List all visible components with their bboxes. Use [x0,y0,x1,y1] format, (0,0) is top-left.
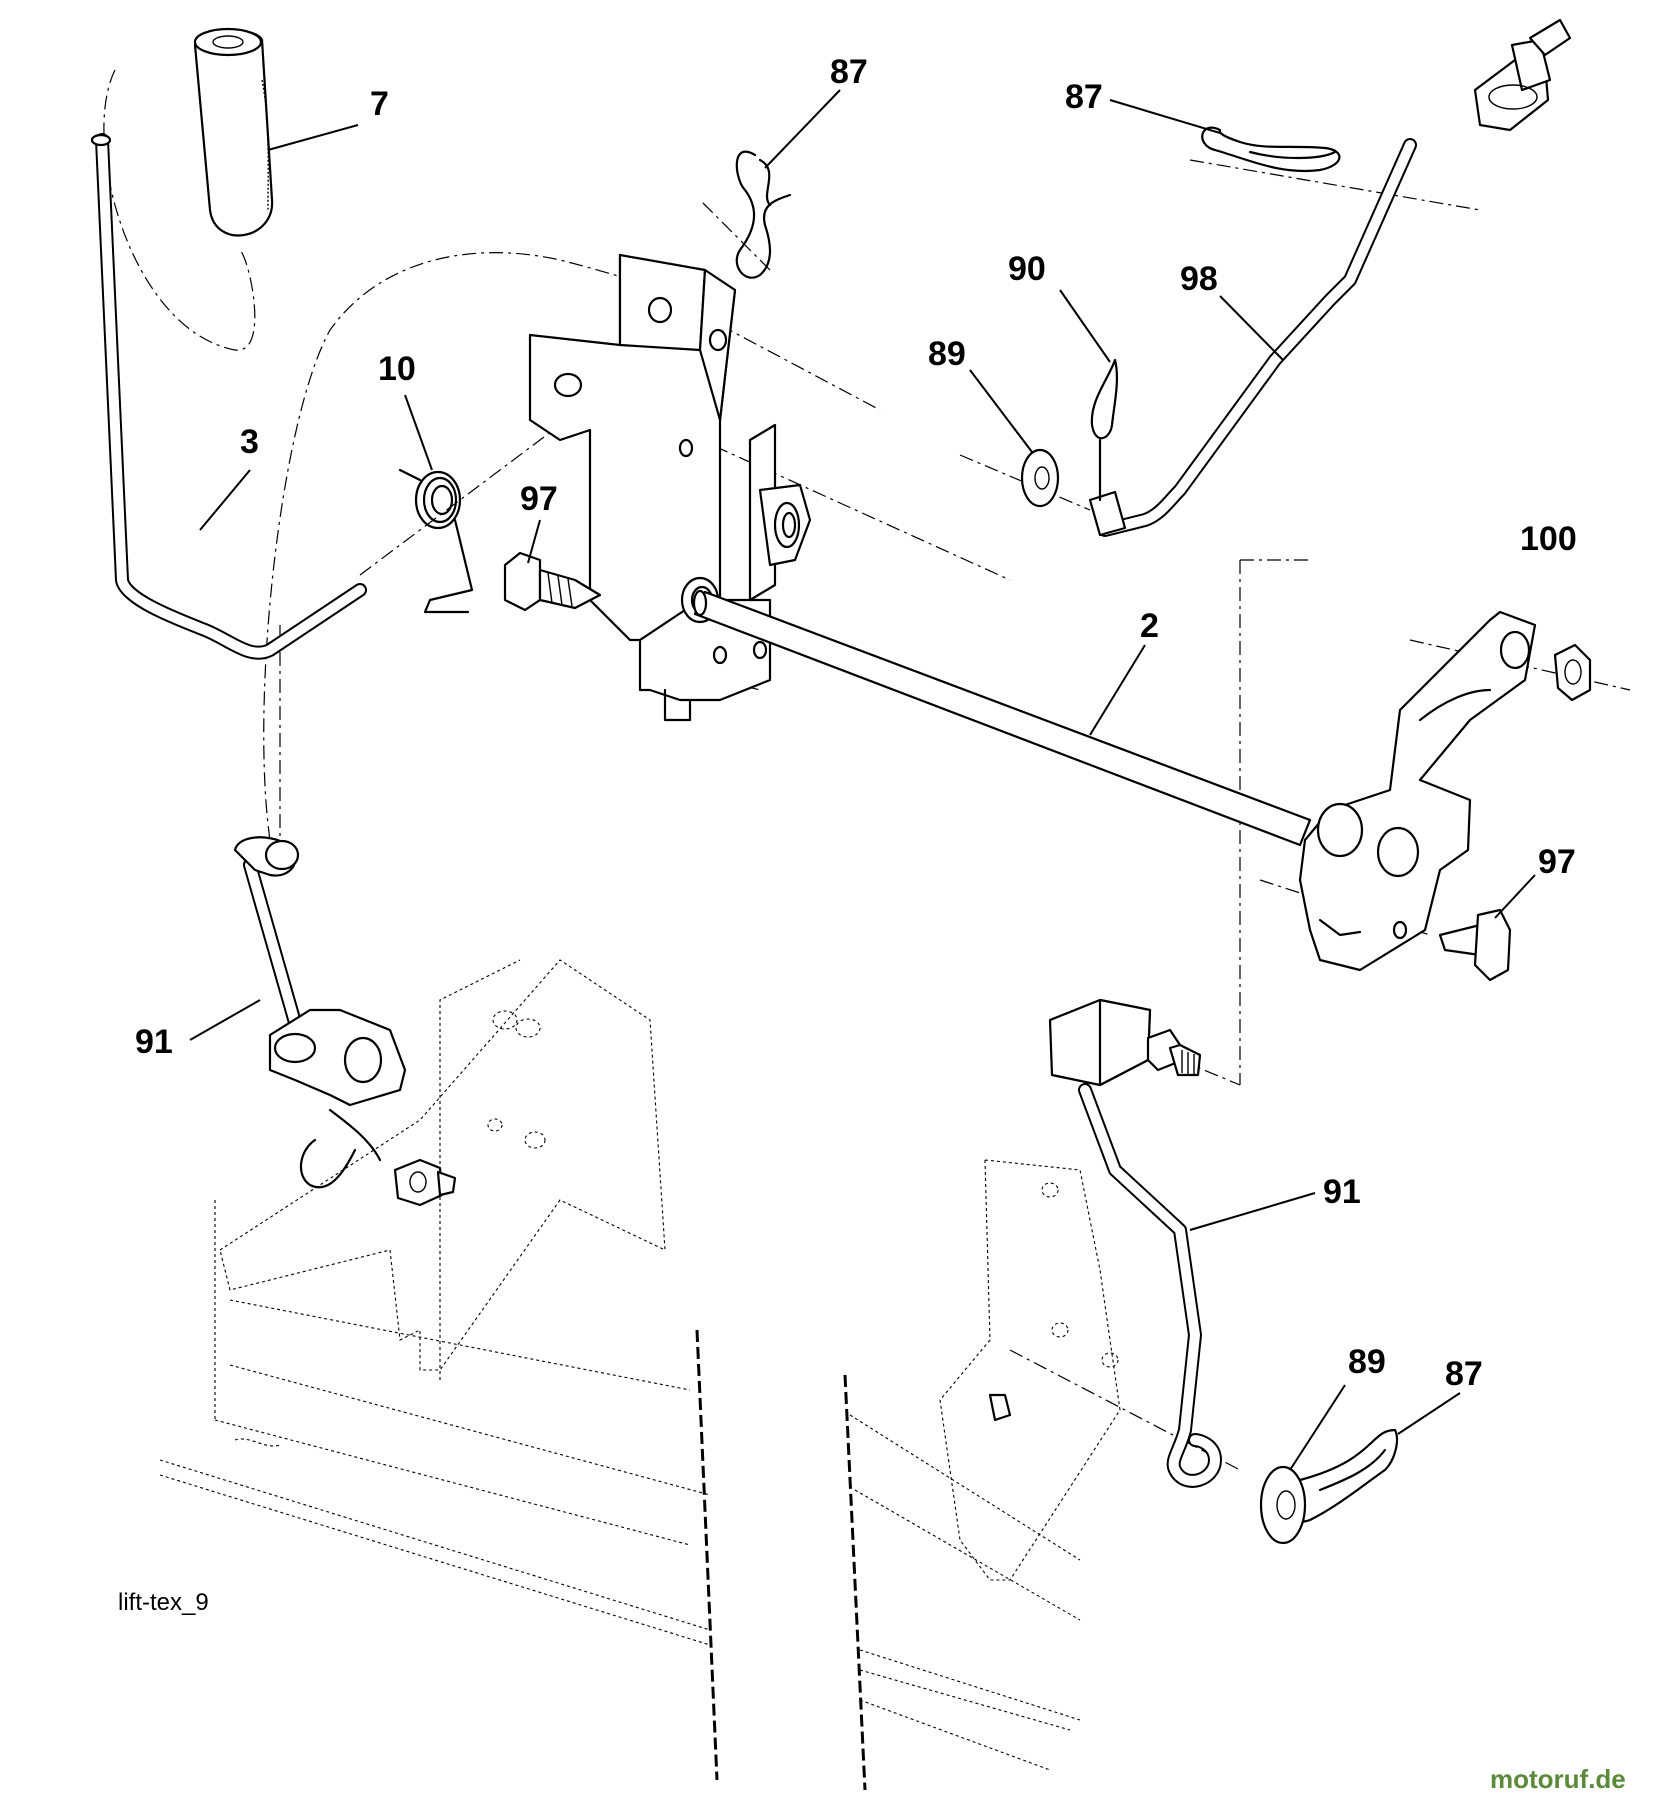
callout-97-left: 97 [520,480,558,518]
bolt-97-left [503,551,602,612]
lift-link-91-right [1048,998,1222,1488]
washer-89-lower [1259,1465,1307,1545]
main-bracket [528,253,812,722]
adjust-rod [1088,18,1572,537]
callout-3: 3 [240,423,259,461]
callout-91-right: 91 [1323,1173,1361,1211]
washer-89-upper [1020,448,1060,508]
callout-10: 10 [378,350,416,388]
deck-ghost-right [849,1159,1121,1771]
callout-87-upper-right: 87 [1065,78,1103,116]
watermark: motoruf.de [1490,1764,1626,1794]
callout-97-right: 97 [1538,843,1576,881]
lift-handle-rod [90,133,367,660]
callout-7: 7 [370,85,389,123]
torsion-spring [398,468,474,614]
callout-89-upper: 89 [928,335,966,373]
handle-grip [193,27,274,237]
nut-100 [1553,643,1592,702]
clip-87-top [735,150,792,279]
callout-98: 98 [1180,260,1218,298]
callout-89-lower: 89 [1348,1343,1386,1381]
deck-edge-left [695,1329,719,1781]
callout-90: 90 [1008,250,1046,288]
callout-100: 100 [1520,520,1577,558]
lift-link-91-left [233,836,457,1207]
clip-87-upper-right [1201,126,1341,172]
right-lift-arm [1298,610,1537,972]
callout-2: 2 [1140,607,1159,645]
callout-91-left: 91 [135,1023,173,1061]
pin-clip-90 [1090,358,1118,502]
callout-leaders [189,89,1536,1471]
deck-edge-right [843,1374,867,1791]
drawing-id: lift-tex_9 [118,1589,209,1616]
callout-87-lower-right: 87 [1445,1355,1483,1393]
callout-87-top: 87 [830,53,868,91]
bolt-97-right [1438,908,1512,982]
callout-numbers: 7 3 10 97 87 87 90 89 98 100 2 97 91 91 … [135,53,1577,1393]
deck-ghost-left [159,959,711,1646]
lift-shaft [692,589,1312,847]
